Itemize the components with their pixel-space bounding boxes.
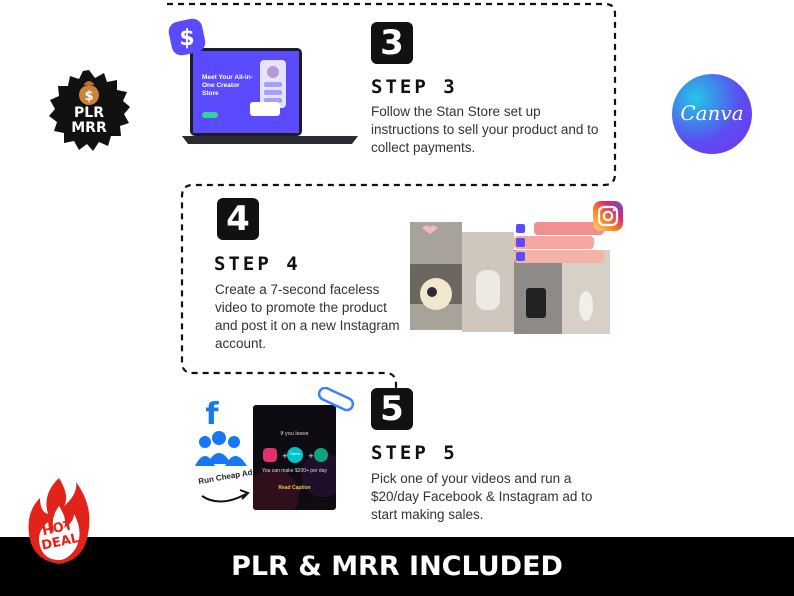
banner-text: PLR & MRR INCLUDED [231, 551, 563, 582]
instagram-icon [593, 201, 623, 231]
svg-text:$: $ [84, 89, 93, 104]
svg-text:+: + [308, 452, 314, 460]
plr-text: PLR [74, 105, 104, 121]
ad-middle-text: You can make $200+ per day [261, 468, 327, 474]
svg-text:f: f [205, 398, 219, 432]
step-4-title: STEP 4 [214, 253, 301, 275]
bottom-banner: PLR & MRR INCLUDED [0, 537, 794, 596]
step-5-description: Pick one of your videos and run a $20/da… [371, 471, 593, 522]
svg-text:$: $ [179, 26, 194, 51]
facebook-users-icon: f [195, 398, 247, 466]
svg-text:+: + [282, 452, 288, 460]
step-5-number: 5 [371, 388, 413, 430]
canva-logo-text: Canva [680, 101, 744, 125]
step-3-description: Follow the Stan Store set up instruction… [371, 104, 599, 155]
step-4-description: Create a 7-second faceless video to prom… [215, 282, 400, 351]
step-3-number: 3 [371, 22, 413, 64]
step-5-title: STEP 5 [371, 442, 458, 464]
step-4-number: 4 [217, 198, 259, 240]
paperclip-icon [317, 387, 355, 412]
laptop-mockup: Meet Your All-in-One Creator Store [180, 40, 360, 150]
curved-arrow-icon [201, 489, 250, 503]
ad-canva-text: Canva [289, 452, 301, 456]
hot-deal-badge: HOT DEAL [24, 476, 94, 566]
ad-bottom-text: Read Caption [278, 485, 311, 491]
video-collage [410, 222, 610, 334]
ad-preview-screen: + + If you leave Canva You can make $200… [253, 405, 336, 510]
stan-dollar-icon: $ [168, 18, 206, 56]
mrr-text: MRR [71, 120, 107, 136]
ad-top-text: If you leave [280, 431, 309, 437]
laptop-headline: Meet Your All-in-One Creator Store [202, 74, 253, 97]
step-3-title: STEP 3 [371, 76, 458, 98]
canva-logo: Canva [672, 74, 752, 154]
